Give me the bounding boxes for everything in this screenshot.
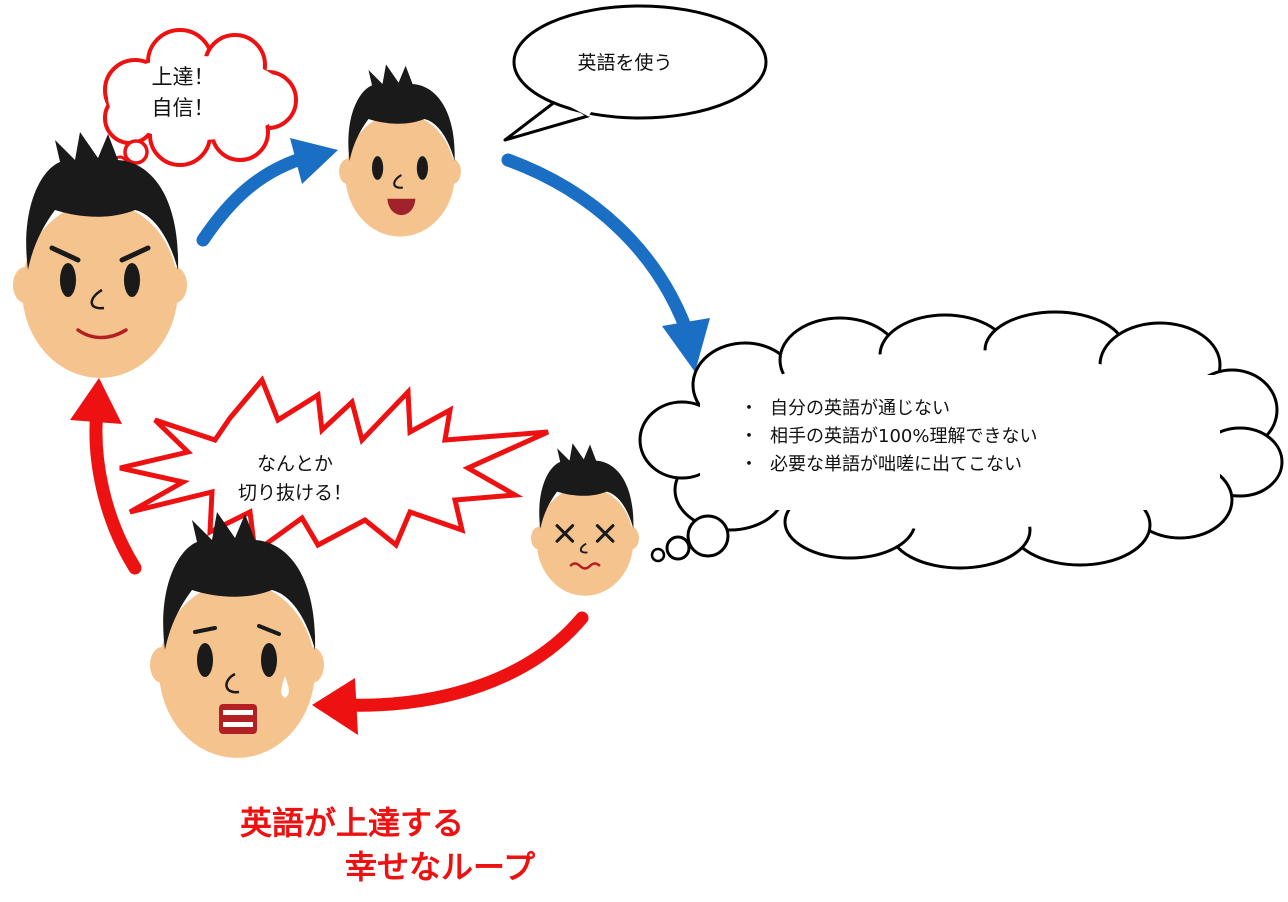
problem-item: 必要な単語が咄嗟に出てこない [740, 451, 1037, 479]
burst-bubble [119, 375, 550, 557]
burst-line-2: 切り抜ける！ [237, 482, 352, 504]
arrow-use-english [196, 138, 338, 247]
burst-line-1: なんとか [256, 453, 333, 475]
face-confused [531, 443, 639, 596]
caption-line-2: 幸せなループ [345, 848, 536, 886]
arrow-to-confidence [70, 378, 142, 575]
problem-item: 相手の英語が100%理解できない [740, 423, 1037, 451]
arrow-to-trouble [501, 153, 710, 372]
thought-bubble-text: 上達！ 自信！ [128, 62, 238, 124]
arrow-to-struggle [312, 611, 589, 735]
problem-list: 自分の英語が通じない 相手の英語が100%理解できない 必要な単語が咄嗟に出てこ… [740, 395, 1037, 479]
burst-text: なんとか 切り抜ける！ [225, 450, 365, 508]
caption-line-1: 英語が上達する [240, 804, 465, 842]
speech-bubble-text: 英語を使う [577, 52, 673, 74]
face-confident [13, 132, 187, 378]
thought-bubble-confidence [103, 28, 298, 171]
speech-bubble [503, 4, 768, 142]
problem-item: 自分の英語が通じない [740, 395, 1037, 423]
thought-line-2: 自信！ [151, 96, 215, 120]
thought-line-1: 上達！ [151, 65, 215, 89]
face-speaking [339, 64, 461, 237]
face-struggling [150, 512, 324, 758]
